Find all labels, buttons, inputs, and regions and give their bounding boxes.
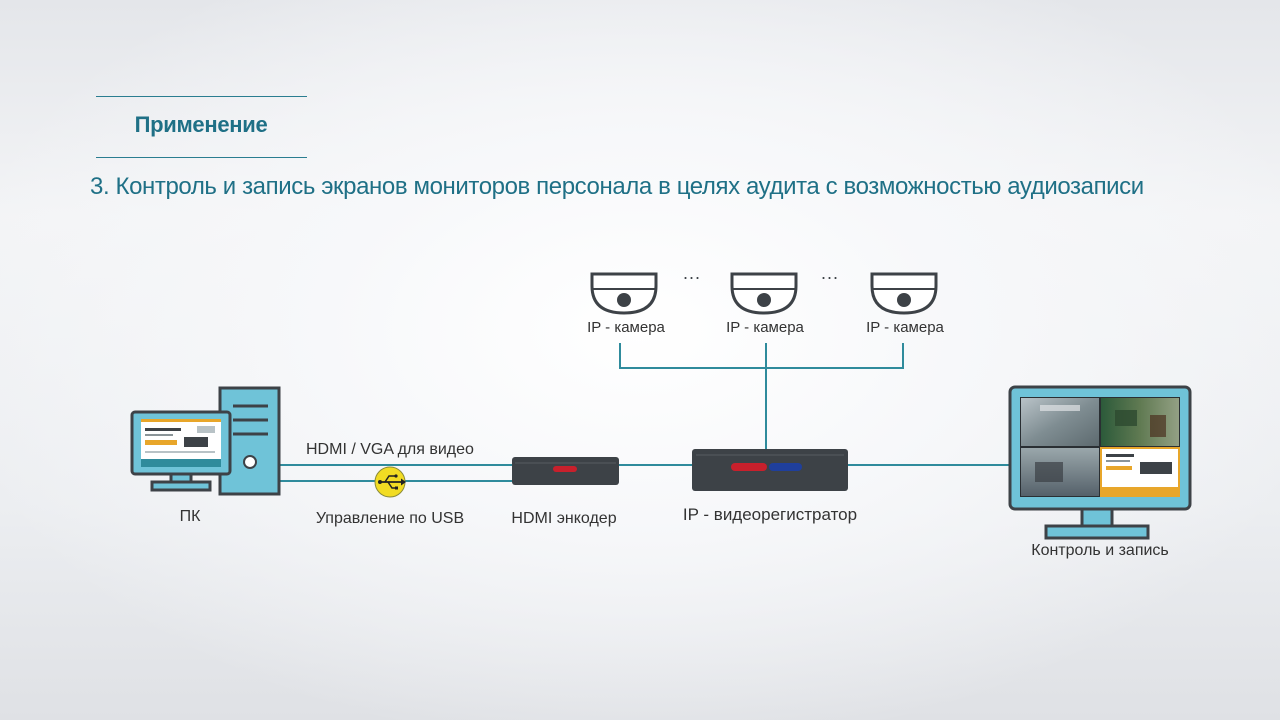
dome-camera-icon: [590, 272, 658, 315]
camera-bus-line: [619, 343, 904, 369]
camera-label-2: IP - камера: [726, 319, 804, 336]
hdmi-vga-label: HDMI / VGA для видео: [306, 441, 474, 458]
pc-monitor-icon: [130, 410, 232, 492]
header-bottom-rule: [96, 157, 307, 158]
camera-label-1: IP - камера: [587, 319, 665, 336]
page-subtitle: 3. Контроль и запись экранов мониторов п…: [90, 173, 1144, 200]
nvr-label: IP - видеорегистратор: [682, 505, 858, 524]
dome-camera-icon: [870, 272, 938, 315]
usb-control-label: Управление по USB: [315, 510, 465, 527]
section-title: Применение: [134, 112, 268, 137]
display-monitor-icon: [1008, 385, 1192, 540]
header-top-rule: [96, 96, 307, 97]
camera-label-3: IP - камера: [866, 319, 944, 336]
hdmi-encoder-label: HDMI энкодер: [511, 510, 617, 527]
dome-camera-icon: [730, 272, 798, 315]
ellipsis-2: ...: [821, 263, 840, 283]
hdmi-encoder-icon: [512, 457, 619, 485]
nvr-icon: [692, 449, 848, 491]
ellipsis-1: ...: [683, 263, 702, 283]
pc-label: ПК: [179, 508, 201, 525]
pc-tower-icon: [218, 386, 281, 496]
monitor-label: Контроль и запись: [1031, 542, 1169, 559]
usb-icon: [374, 466, 406, 498]
connection-lines: [280, 343, 1010, 482]
